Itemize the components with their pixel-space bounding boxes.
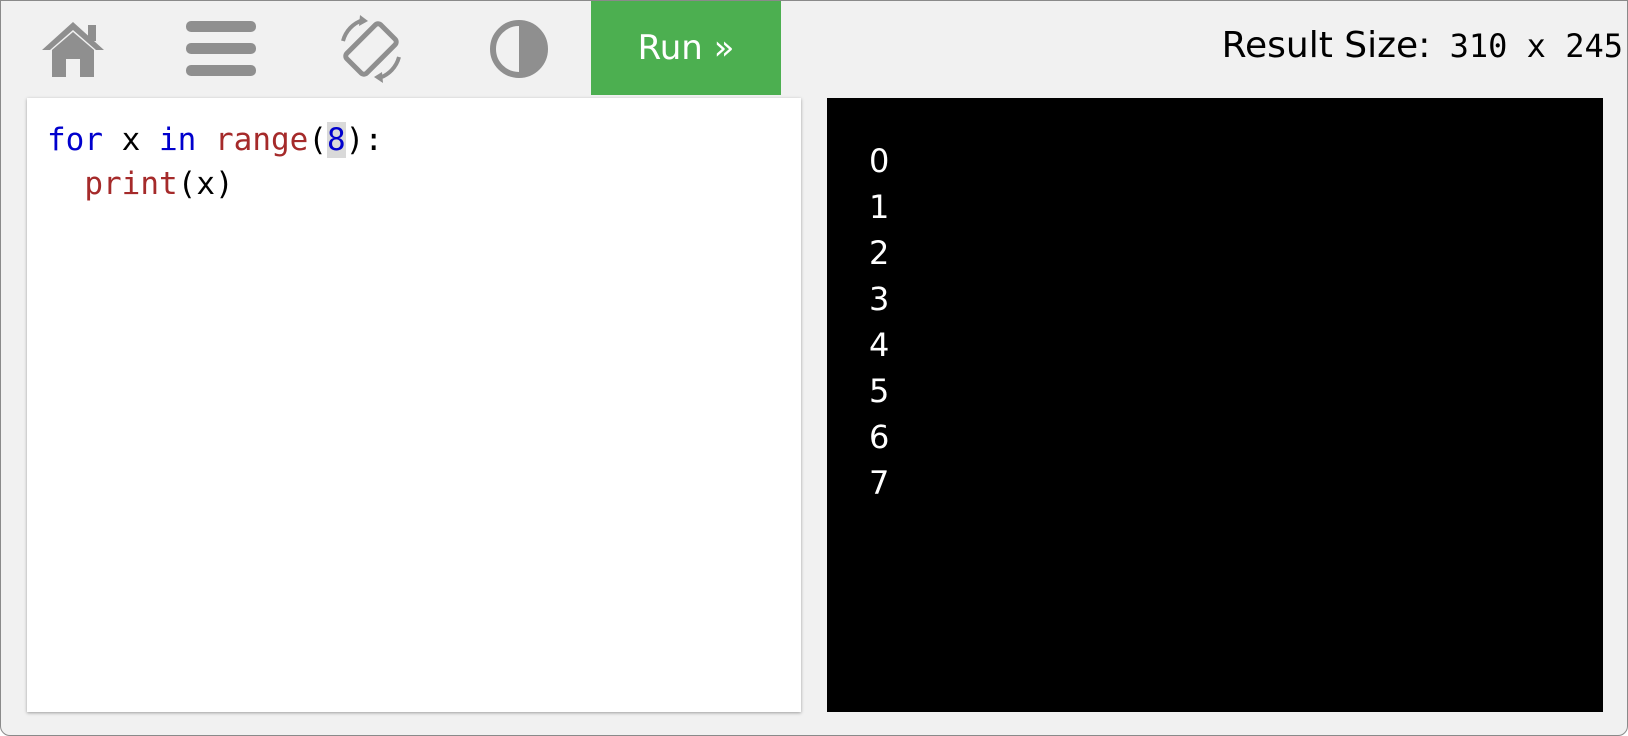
- output-line: 2: [869, 234, 890, 272]
- output-line: 6: [869, 418, 890, 456]
- code-token-kw: in: [159, 122, 197, 158]
- code-token-kw: for: [47, 122, 103, 158]
- code-token-fn: range: [215, 122, 309, 158]
- code-token-txt: ):: [345, 122, 383, 158]
- result-size-value: 310 x 245: [1430, 27, 1623, 65]
- output-line: 7: [869, 464, 890, 502]
- result-size-indicator: Result Size: 310 x 245: [1222, 25, 1623, 66]
- output-line: 0: [869, 142, 890, 180]
- output-line: 4: [869, 326, 890, 364]
- toolbar: Run » Result Size: 310 x 245: [1, 1, 1627, 95]
- code-token-txt: (: [308, 122, 327, 158]
- menu-icon[interactable]: [183, 13, 259, 85]
- output-line: 1: [869, 188, 890, 226]
- result-output: 0 1 2 3 4 5 6 7: [827, 98, 1603, 712]
- code-line: for x in range(8):: [47, 118, 801, 162]
- home-icon[interactable]: [35, 13, 111, 85]
- code-editor[interactable]: for x in range(8): print(x): [27, 98, 801, 712]
- run-button[interactable]: Run »: [591, 1, 781, 95]
- output-line: 5: [869, 372, 890, 410]
- contrast-icon[interactable]: [481, 13, 557, 85]
- code-token-txt: [47, 166, 84, 202]
- code-token-txt: x: [103, 122, 159, 158]
- code-line: print(x): [47, 162, 801, 206]
- code-token-txt: (x): [177, 166, 234, 202]
- result-size-label: Result Size:: [1221, 25, 1431, 66]
- code-token-fn: print: [84, 166, 178, 202]
- rotate-icon[interactable]: [333, 13, 409, 85]
- code-token-txt: [196, 122, 215, 158]
- code-token-num: 8: [327, 122, 346, 158]
- output-line: 3: [869, 280, 890, 318]
